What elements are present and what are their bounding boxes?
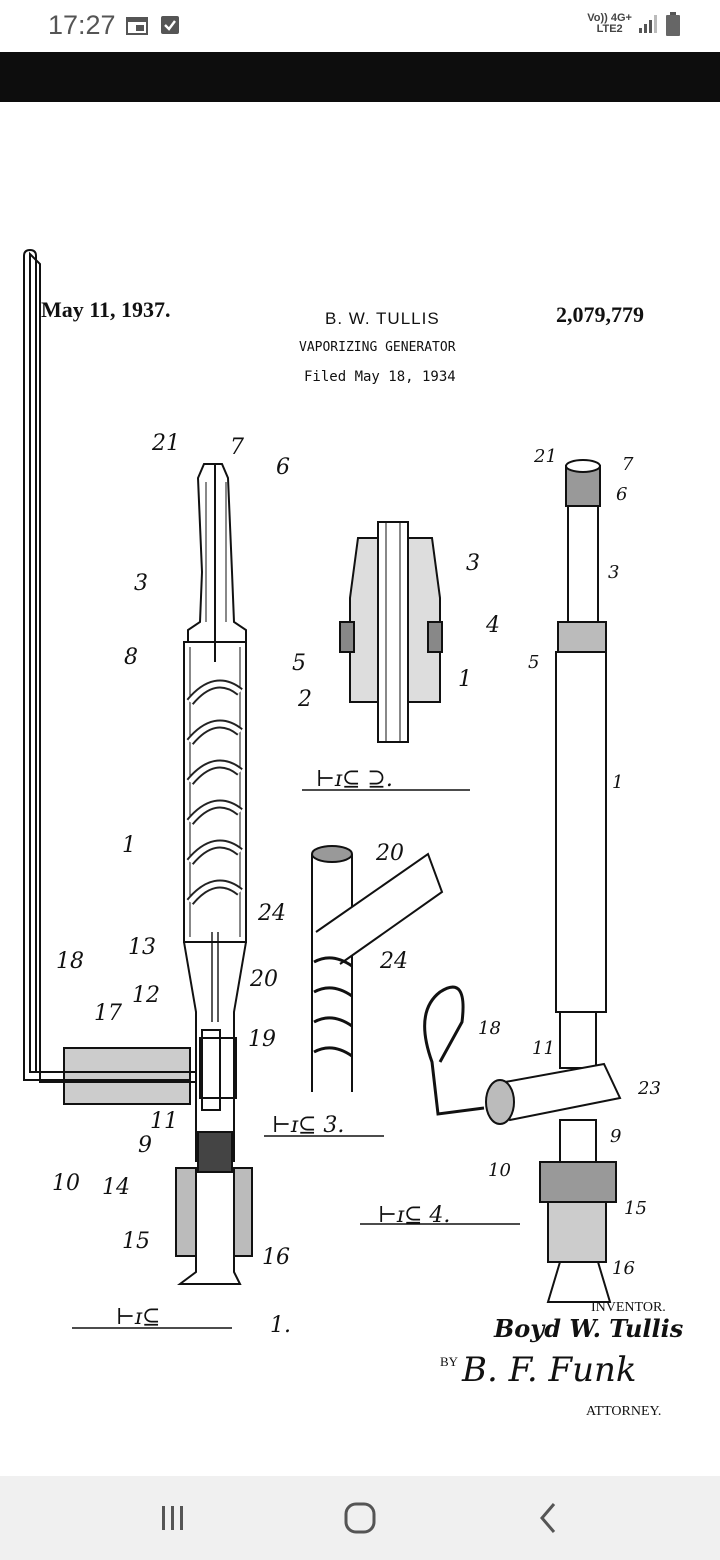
svg-text:1: 1 xyxy=(458,667,472,692)
patent-inventor-name: B. W. TULLIS xyxy=(325,309,440,328)
home-icon xyxy=(344,1502,376,1534)
back-button[interactable] xyxy=(518,1498,578,1538)
figure-1-labels: 21 7 6 3 8 1 24 13 20 12 19 18 17 11 9 1… xyxy=(52,431,290,1270)
svg-text:15: 15 xyxy=(624,1198,647,1219)
app-toolbar xyxy=(0,52,720,102)
svg-text:2: 2 xyxy=(297,687,312,712)
status-bar: 17:27 Vo)) 4G+ LTE2 xyxy=(0,0,720,52)
svg-text:11: 11 xyxy=(150,1109,178,1134)
patent-number: 2,079,779 xyxy=(556,302,644,327)
network-indicator: Vo)) 4G+ LTE2 xyxy=(587,13,632,35)
svg-text:18: 18 xyxy=(478,1018,501,1039)
svg-text:8: 8 xyxy=(124,645,138,670)
home-button[interactable] xyxy=(330,1498,390,1538)
figure-1: ⊢ɪ⊆ 1. xyxy=(23,248,291,1338)
svg-text:5: 5 xyxy=(528,652,539,673)
figure-4: ⊢ɪ⊆ 4. xyxy=(360,459,622,1303)
svg-text:7: 7 xyxy=(622,454,634,475)
status-right: Vo)) 4G+ LTE2 xyxy=(587,12,680,36)
svg-text:6: 6 xyxy=(616,484,627,505)
checkbox-icon xyxy=(161,16,179,34)
svg-text:16: 16 xyxy=(612,1258,635,1279)
svg-text:10: 10 xyxy=(488,1160,511,1181)
figure-2: ⊢ɪ⊆ ⊇. xyxy=(302,521,470,792)
attorney-label: ATTORNEY. xyxy=(586,1404,662,1419)
figure-2-labels: 3 4 5 1 2 xyxy=(292,551,500,712)
svg-text:⊢ɪ⊆ ⊇.: ⊢ɪ⊆ ⊇. xyxy=(316,767,393,792)
navigation-bar xyxy=(0,1476,720,1560)
svg-text:7: 7 xyxy=(230,435,244,460)
svg-text:⊢ɪ⊆ 4.: ⊢ɪ⊆ 4. xyxy=(378,1203,450,1228)
network-top: Vo)) 4G+ xyxy=(587,12,632,24)
svg-text:10: 10 xyxy=(52,1171,80,1196)
svg-text:14: 14 xyxy=(102,1175,130,1200)
svg-text:1: 1 xyxy=(612,772,623,793)
patent-title: VAPORIZING GENERATOR xyxy=(299,340,456,355)
svg-text:17: 17 xyxy=(94,1001,122,1026)
battery-icon xyxy=(666,12,680,36)
svg-text:19: 19 xyxy=(248,1027,276,1052)
svg-text:18: 18 xyxy=(56,949,84,974)
status-time: 17:27 xyxy=(48,10,116,40)
svg-text:20: 20 xyxy=(375,841,404,866)
svg-text:21: 21 xyxy=(151,431,180,456)
recents-button[interactable] xyxy=(143,1498,203,1538)
back-icon xyxy=(540,1503,556,1533)
svg-text:9: 9 xyxy=(138,1133,152,1158)
svg-text:5: 5 xyxy=(292,651,306,676)
svg-text:16: 16 xyxy=(262,1245,290,1270)
figure-3-labels: 20 24 xyxy=(375,841,408,974)
figure-4-labels: 21 7 6 3 5 1 18 11 23 9 10 15 16 xyxy=(478,446,661,1279)
patent-date: May 11, 1937. xyxy=(41,297,171,322)
svg-text:12: 12 xyxy=(132,983,160,1008)
calendar-icon xyxy=(126,17,148,35)
svg-text:4: 4 xyxy=(485,613,500,638)
svg-text:3: 3 xyxy=(608,562,619,583)
recents-icon xyxy=(162,1506,183,1530)
fig1-caption-mark: ⊢ɪ⊆ xyxy=(116,1305,160,1330)
inventor-label: INVENTOR. xyxy=(591,1300,666,1315)
svg-text:24: 24 xyxy=(257,901,286,926)
svg-text:3: 3 xyxy=(134,571,148,596)
svg-text:9: 9 xyxy=(610,1126,621,1147)
patent-document[interactable]: May 11, 1937. B. W. TULLIS 2,079,779 VAP… xyxy=(0,102,720,1476)
svg-text:11: 11 xyxy=(532,1038,555,1059)
svg-text:24: 24 xyxy=(379,949,408,974)
svg-text:20: 20 xyxy=(249,967,278,992)
svg-text:1.: 1. xyxy=(270,1313,291,1338)
patent-filed-date: Filed May 18, 1934 xyxy=(304,369,456,385)
svg-text:21: 21 xyxy=(533,446,557,467)
svg-text:23: 23 xyxy=(637,1078,661,1099)
network-bottom: LTE2 xyxy=(596,23,623,35)
attorney-signature: B. F. Funk xyxy=(462,1350,637,1390)
svg-text:15: 15 xyxy=(122,1229,150,1254)
patent-drawing: ⊢ɪ⊆ 1. 21 7 6 3 8 1 24 13 20 12 19 18 17… xyxy=(23,248,661,1338)
svg-text:⊢ɪ⊆ 3.: ⊢ɪ⊆ 3. xyxy=(272,1113,344,1138)
svg-text:6: 6 xyxy=(276,455,290,480)
figure-3: ⊢ɪ⊆ 3. xyxy=(264,845,444,1138)
signal-icon xyxy=(639,15,657,33)
by-label: BY xyxy=(440,1354,459,1369)
svg-text:13: 13 xyxy=(128,935,156,960)
svg-text:1: 1 xyxy=(122,833,136,858)
inventor-signature: Boyd W. Tullis xyxy=(494,1314,684,1343)
svg-text:3: 3 xyxy=(466,551,480,576)
